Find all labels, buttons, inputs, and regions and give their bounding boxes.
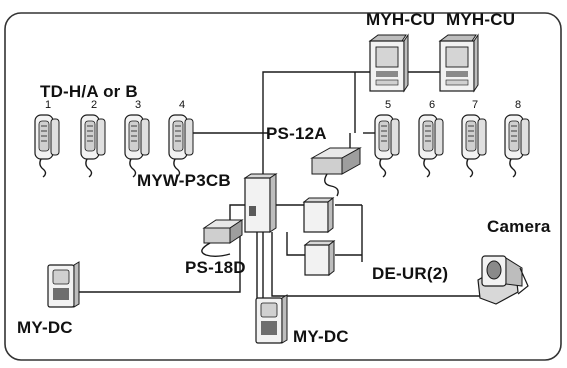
handset-number-2: 2 [91, 99, 98, 111]
de-ur-unit-2 [303, 239, 336, 277]
handset-2 [80, 114, 106, 178]
handset-7 [461, 114, 487, 178]
handset-number-1: 1 [45, 99, 52, 111]
handset-3 [124, 114, 150, 178]
monitor-myh-cu-2 [438, 33, 479, 93]
label-camera: Camera [487, 217, 551, 236]
label-td-h-a-or-b: TD-H/A or B [40, 82, 138, 101]
door-station-my-dc-left [47, 261, 80, 308]
diagram-frame [4, 12, 562, 361]
handset-8 [504, 114, 530, 178]
handset-number-5: 5 [385, 99, 392, 111]
handset-number-3: 3 [135, 99, 142, 111]
handset-6 [418, 114, 444, 178]
label-de-ur-2: DE-UR(2) [372, 264, 449, 283]
label-my-dc-bottom: MY-DC [293, 327, 349, 346]
label-my-dc-left: MY-DC [17, 318, 73, 337]
label-ps-18d: PS-18D [185, 258, 246, 277]
door-station-my-dc-bottom [255, 294, 288, 344]
monitor-myh-cu-1 [368, 33, 409, 93]
handsets-left-group [34, 114, 194, 178]
handset-number-8: 8 [515, 99, 522, 111]
label-myh-cu-2: MYH-CU [446, 10, 516, 29]
label-ps-12a: PS-12A [266, 124, 327, 143]
label-myh-cu-1: MYH-CU [366, 10, 436, 29]
handset-4 [168, 114, 194, 178]
handset-number-6: 6 [429, 99, 436, 111]
label-myw-p3cb: MYW-P3CB [137, 171, 231, 190]
handset-number-4: 4 [179, 99, 186, 111]
de-ur-unit-1 [302, 196, 335, 234]
master-unit-myw-p3cb [243, 173, 278, 233]
handsets-right-group [374, 114, 530, 178]
wiring-lines [75, 71, 490, 298]
power-supply-ps-18d [201, 219, 244, 257]
handset-number-7: 7 [472, 99, 479, 111]
camera-device [477, 255, 529, 305]
power-supply-ps-12a [310, 147, 362, 197]
handset-5 [374, 114, 400, 178]
handset-1 [34, 114, 60, 178]
